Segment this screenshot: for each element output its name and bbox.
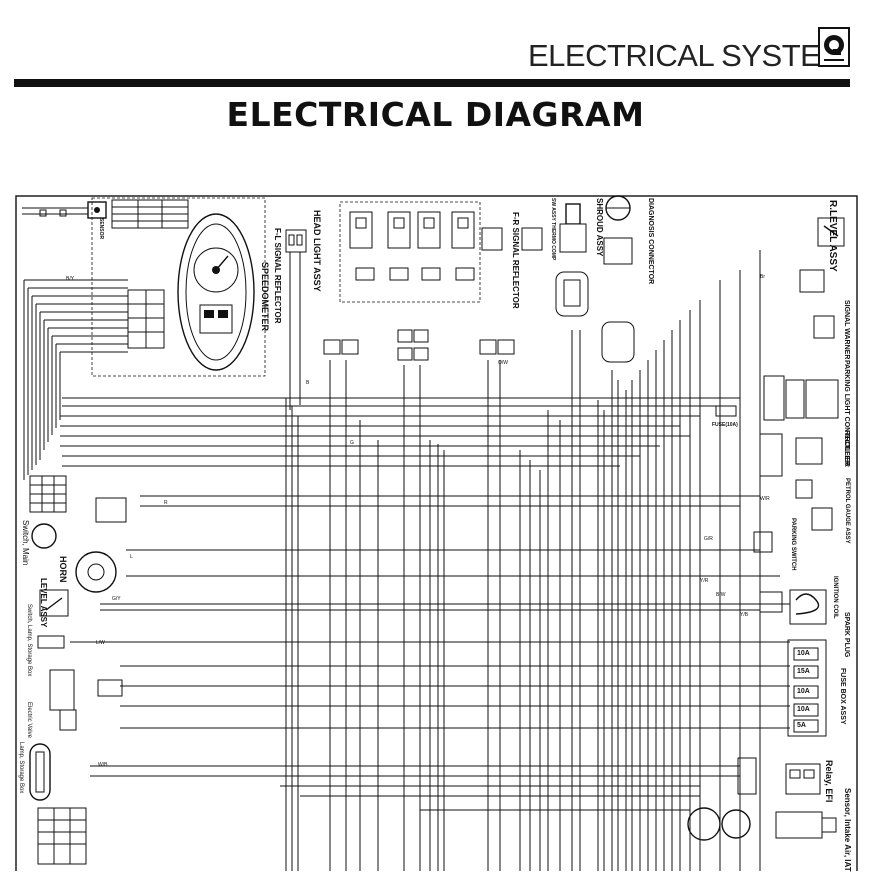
lamp-storage-label: Lamp, Storage Box (18, 742, 24, 794)
sensor-icon (87, 201, 107, 219)
rectifier-label: RECTIFIER (843, 430, 850, 467)
wire-code: Y/R (700, 578, 709, 584)
level-assy-icon (39, 589, 69, 617)
parking-switch-icon (753, 531, 773, 553)
level-assy-label: LEVEL ASSY (39, 578, 48, 628)
lamp-storage-box-icon (29, 743, 51, 801)
head-light-label: HEAD LIGHT ASSY (312, 210, 322, 292)
signal-warner-icon (799, 269, 825, 293)
sensor-label: SENSOR (98, 218, 104, 240)
switch-table (37, 807, 87, 865)
wire-code: B/W (716, 592, 726, 598)
wire-code: G/R (704, 536, 713, 542)
rectifier-icon (795, 437, 823, 465)
signal-warner-label: SIGNAL WARNER (843, 300, 850, 360)
shroud-assy-icon (555, 203, 589, 317)
wire-code: L/W (96, 640, 105, 646)
section-title: ELECTRICAL SYSTEM (528, 38, 846, 73)
petrol-gauge-icon (811, 507, 833, 531)
fr-signal-label: F-R SIGNAL REFLECTOR (511, 212, 520, 309)
fuse-value: 15A (797, 668, 810, 675)
wire-code: B (306, 380, 310, 386)
r-level-assy-icon (817, 217, 845, 247)
page-title: ELECTRICAL DIAGRAM (226, 95, 645, 134)
diagnosis-connector-label: DIAGNOSIS CONNECTOR (647, 198, 654, 285)
fuse-10a-icon (715, 405, 737, 417)
header-rule (14, 79, 850, 87)
petrol-gauge-label: PETROL GAUGE ASSY (844, 478, 850, 544)
wire-code: L (130, 554, 133, 560)
fr-signal-connector (481, 227, 503, 251)
intake-air-sensor-icon (687, 807, 837, 841)
fuse-box-label: FUSE BOX ASSY (839, 668, 846, 725)
parking-switch-label: PARKING SWITCH (790, 518, 796, 571)
wire-code: G (350, 440, 354, 446)
head-light-box (339, 201, 481, 303)
fuse-box-icon (787, 639, 827, 737)
wire-code: Br (760, 274, 765, 280)
ignition-coil-label: IGNITION COIL (832, 576, 838, 619)
spark-plug-label: SPARK PLUG (843, 612, 850, 658)
horn-icon (75, 551, 117, 593)
diagnosis-connector-icon (601, 195, 635, 363)
shroud-assy-label: SHROUD ASSY (595, 198, 604, 257)
r-level-assy-label: R.LEVEL ASSY (827, 200, 838, 272)
thermo-connector (521, 227, 543, 251)
wire-code: G/Y (112, 596, 121, 602)
wire-code: W/B (98, 762, 108, 768)
speedometer-box (91, 197, 266, 377)
brand-logo-icon (818, 27, 850, 67)
thermo-comp-label: SW ASSY THERMO COMP (550, 198, 556, 261)
relay-efi-icon (737, 757, 821, 795)
fuse-10a-label: FUSE(10A) (712, 422, 738, 428)
wire-code: O/W (498, 360, 508, 366)
parking-light-controller-icon (805, 379, 839, 419)
ignition-coil-icon (759, 589, 827, 625)
switch-main-label: Switch, Main (21, 520, 30, 566)
wire-code: R (164, 500, 168, 506)
fl-signal-connector (285, 229, 307, 410)
fuse-value: 10A (797, 650, 810, 657)
fuse-value: 5A (797, 722, 806, 729)
wiring-diagram (15, 195, 858, 871)
wire-code: W/R (760, 496, 770, 502)
fl-signal-label: F-L SIGNAL REFLECTOR (273, 228, 282, 324)
relay-efi-label: Relay, EFI (824, 760, 834, 803)
intake-air-sensor-label: Sensor, Intake Air, IAT (843, 788, 852, 872)
horn-label: HORN (58, 556, 68, 583)
speedometer-label: SPEEDOMETER (260, 262, 270, 332)
wire-code: Y/B (740, 612, 749, 618)
speedometer-gauge-icon (177, 213, 255, 371)
switch-main-icon (29, 475, 67, 549)
fuse-value: 10A (797, 688, 810, 695)
switch-lamp-label: Switch, Lamp, Storage Box (26, 604, 32, 677)
fuse-value: 10A (797, 706, 810, 713)
wire-code: B/Y (66, 276, 75, 282)
electric-valve-icon (49, 669, 77, 731)
head-light-bulbs (349, 211, 475, 281)
electric-valve-label: Electric Valve (26, 702, 32, 738)
